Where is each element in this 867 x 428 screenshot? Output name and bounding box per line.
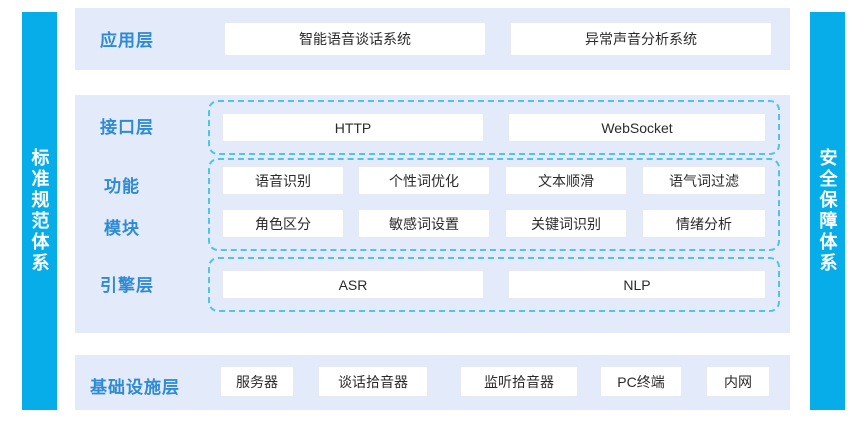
infrastructure-item-monitoring-microphone[interactable]: 监听拾音器 <box>460 366 578 397</box>
interface-layer-label: 接口层 <box>100 118 154 137</box>
function-module-label-line1: 功能 <box>104 177 140 196</box>
interface-item-http[interactable]: HTTP <box>222 113 484 142</box>
function-item-speech-recognition[interactable]: 语音识别 <box>222 166 344 195</box>
engine-item-asr[interactable]: ASR <box>222 270 484 299</box>
right-sidebar-label: 安全保障体系 <box>817 148 838 274</box>
infrastructure-layer-panel <box>75 355 790 410</box>
interface-item-websocket[interactable]: WebSocket <box>508 113 766 142</box>
right-sidebar-security-system: 安全保障体系 <box>810 12 845 410</box>
function-item-emotion-analysis[interactable]: 情绪分析 <box>642 209 766 238</box>
infrastructure-item-pc-terminal[interactable]: PC终端 <box>600 366 682 397</box>
application-item-abnormal-sound-analysis-system[interactable]: 异常声音分析系统 <box>510 22 772 56</box>
engine-layer-label: 引擎层 <box>100 276 154 295</box>
infrastructure-item-server[interactable]: 服务器 <box>220 366 294 397</box>
left-sidebar-label: 标准规范体系 <box>29 148 50 274</box>
function-item-sensitive-word-setting[interactable]: 敏感词设置 <box>358 209 490 238</box>
infrastructure-item-interview-microphone[interactable]: 谈话拾音器 <box>318 366 428 397</box>
application-item-intelligent-voice-interview-system[interactable]: 智能语音谈话系统 <box>224 22 486 56</box>
function-item-text-smoothing[interactable]: 文本顺滑 <box>505 166 627 195</box>
infrastructure-layer-label: 基础设施层 <box>90 378 180 397</box>
function-item-role-separation[interactable]: 角色区分 <box>222 209 344 238</box>
engine-layer-group <box>208 257 780 312</box>
application-layer-label: 应用层 <box>100 31 154 50</box>
function-item-personalized-word-optimization[interactable]: 个性词优化 <box>358 166 490 195</box>
function-module-label-line2: 模块 <box>104 219 140 238</box>
function-item-modal-particle-filtering[interactable]: 语气词过滤 <box>642 166 766 195</box>
left-sidebar-standard-system: 标准规范体系 <box>22 12 57 410</box>
function-module-group <box>208 158 780 251</box>
infrastructure-item-intranet[interactable]: 内网 <box>706 366 770 397</box>
interface-layer-group <box>208 100 780 155</box>
function-item-keyword-recognition[interactable]: 关键词识别 <box>505 209 627 238</box>
engine-item-nlp[interactable]: NLP <box>508 270 766 299</box>
